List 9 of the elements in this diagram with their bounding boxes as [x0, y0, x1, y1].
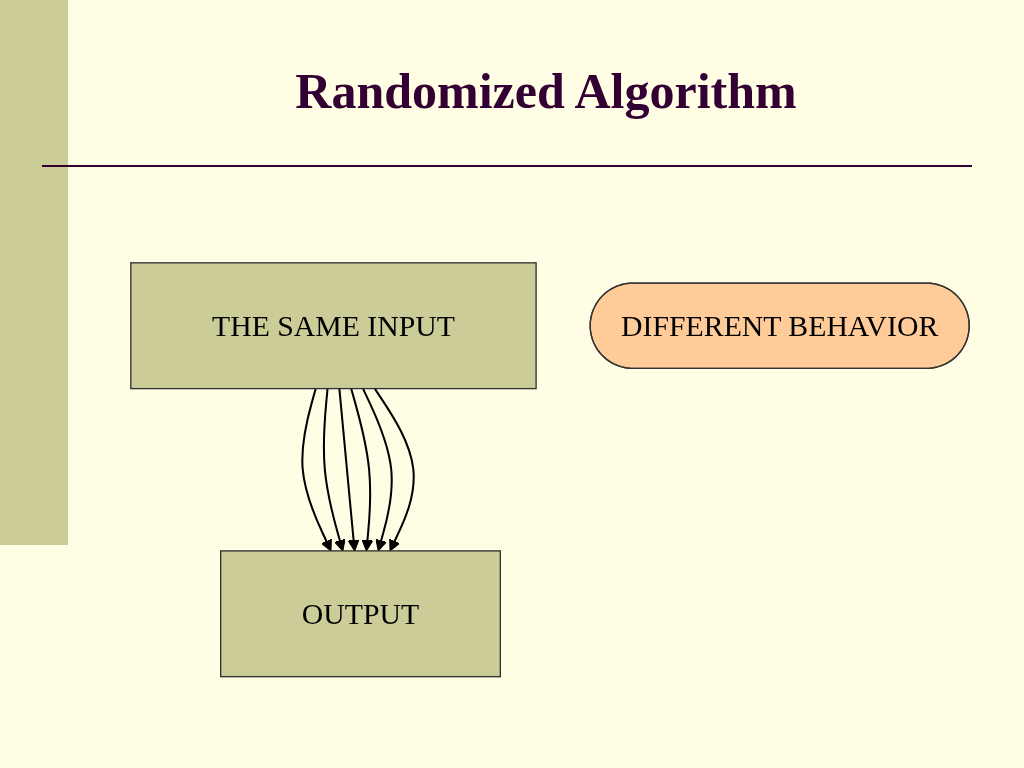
- slide-title: Randomized Algorithm: [294, 62, 798, 120]
- arrow: [322, 388, 346, 552]
- arrow: [338, 388, 360, 552]
- arrow: [301, 388, 332, 552]
- arrow: [373, 388, 415, 552]
- node-box: OUTPUT: [220, 550, 501, 678]
- node-box: THE SAME INPUT: [130, 262, 537, 390]
- arrow: [362, 388, 393, 552]
- arrow: [350, 388, 374, 552]
